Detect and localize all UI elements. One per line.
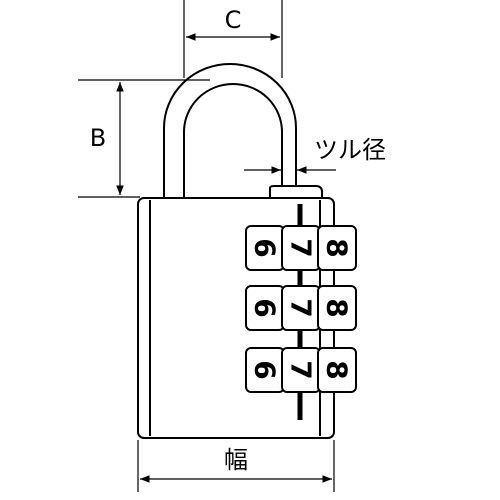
dial-row-1: 6 7 8 — [245, 225, 357, 271]
dial-wheel-3 — [317, 285, 357, 331]
dial-digit: 7 — [285, 360, 318, 379]
dial-row-2: 6 7 8 — [245, 285, 357, 331]
dimension-c-label: C — [225, 6, 242, 34]
dial-digit: 7 — [285, 238, 318, 257]
dial-digit: 8 — [321, 238, 354, 257]
dial-wheel-3 — [317, 225, 357, 271]
dial-wheel-3 — [317, 347, 357, 393]
dial-digit: 8 — [321, 298, 354, 317]
dial-digit: 6 — [249, 360, 282, 379]
body-width-label: 幅 — [224, 446, 248, 474]
dial-digit: 6 — [249, 238, 282, 257]
dial-row-3: 6 7 8 — [245, 347, 357, 393]
dimension-c — [183, 0, 283, 78]
dimension-b — [78, 79, 210, 198]
shackle-diameter-label: ツル径 — [314, 136, 386, 164]
dial-digit: 7 — [285, 298, 318, 317]
dimension-b-label: B — [90, 124, 106, 152]
shackle — [163, 63, 297, 198]
dimension-width — [137, 440, 335, 492]
dial-digit: 6 — [249, 298, 282, 317]
dial-digit: 8 — [321, 360, 354, 379]
